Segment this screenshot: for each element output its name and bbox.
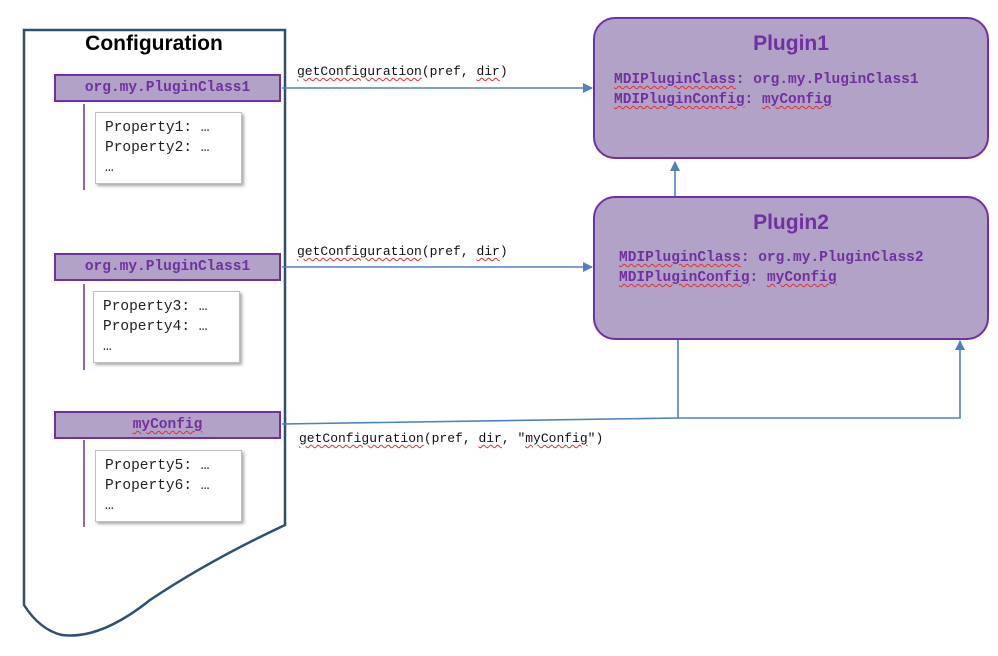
plugin-config-value: myConfig [761,92,832,108]
config-class-box-1: org.my.PluginClass1 [54,74,281,102]
call-arg-dir: dir [478,431,502,446]
plugin1-config-line: MDIPluginConfig: myConfig [614,90,987,110]
call-tail: ) [499,64,508,79]
plugin2-box: Plugin2 MDIPluginClass: org.my.PluginCla… [593,196,989,340]
plugin1-box: Plugin1 MDIPluginClass: org.my.PluginCla… [593,17,989,159]
property-line: … [105,498,114,514]
call-arg-dir: dir [476,64,500,79]
plugin-config-key: MDIPluginConfig [619,270,750,286]
plugin-config-sep: : [749,270,767,286]
arrow-myconfig-to-plugin2 [281,340,965,425]
call-label-3: getConfiguration(pref, dir, "myConfig") [299,431,603,446]
call-arg-dir: dir [476,244,500,259]
call-args: (pref, [421,64,477,79]
property-line: … [105,160,114,176]
plugin-config-value: myConfig [766,270,837,286]
plugin2-title: Plugin2 [753,211,829,234]
call-function-name: getConfiguration [297,244,422,259]
call-args: (pref, [421,244,477,259]
config-class-box-myconfig: myConfig [54,411,281,439]
plugin2-config-line: MDIPluginConfig: myConfig [619,268,987,288]
plugin-class-value: : org.my.PluginClass2 [740,250,924,266]
property-line: Property5: … [105,458,210,474]
plugin-config-sep: : [744,92,762,108]
properties-box-2: Property3: … Property4: … … [93,291,240,363]
property-line: Property4: … [103,319,208,335]
property-line: Property2: … [105,140,210,156]
plugin-config-key: MDIPluginConfig [614,92,745,108]
plugin1-class-line: MDIPluginClass: org.my.PluginClass1 [614,70,987,90]
properties-box-1: Property1: … Property2: … … [95,112,242,184]
plugin-class-value: : org.my.PluginClass1 [735,72,919,88]
property-line: Property6: … [105,478,210,494]
plugin-class-key: MDIPluginClass [619,250,741,266]
call-arg-myconfig: myConfig [525,431,588,446]
property-line: Property1: … [105,120,210,136]
call-args: (pref, [423,431,479,446]
plugin1-title: Plugin1 [753,32,829,55]
config-class-box-2: org.my.PluginClass1 [54,253,281,281]
call-function-name: getConfiguration [297,64,422,79]
call-label-1: getConfiguration(pref, dir) [297,64,508,79]
call-mid: , " [501,431,526,446]
properties-box-3: Property5: … Property6: … … [95,450,242,522]
plugin2-class-line: MDIPluginClass: org.my.PluginClass2 [619,248,987,268]
call-label-2: getConfiguration(pref, dir) [297,244,508,259]
plugin-class-key: MDIPluginClass [614,72,736,88]
property-line: … [103,339,112,355]
call-function-name: getConfiguration [299,431,424,446]
configuration-title: Configuration [85,32,223,55]
property-line: Property3: … [103,299,208,315]
call-tail: ) [499,244,508,259]
call-tail: ") [587,431,604,446]
